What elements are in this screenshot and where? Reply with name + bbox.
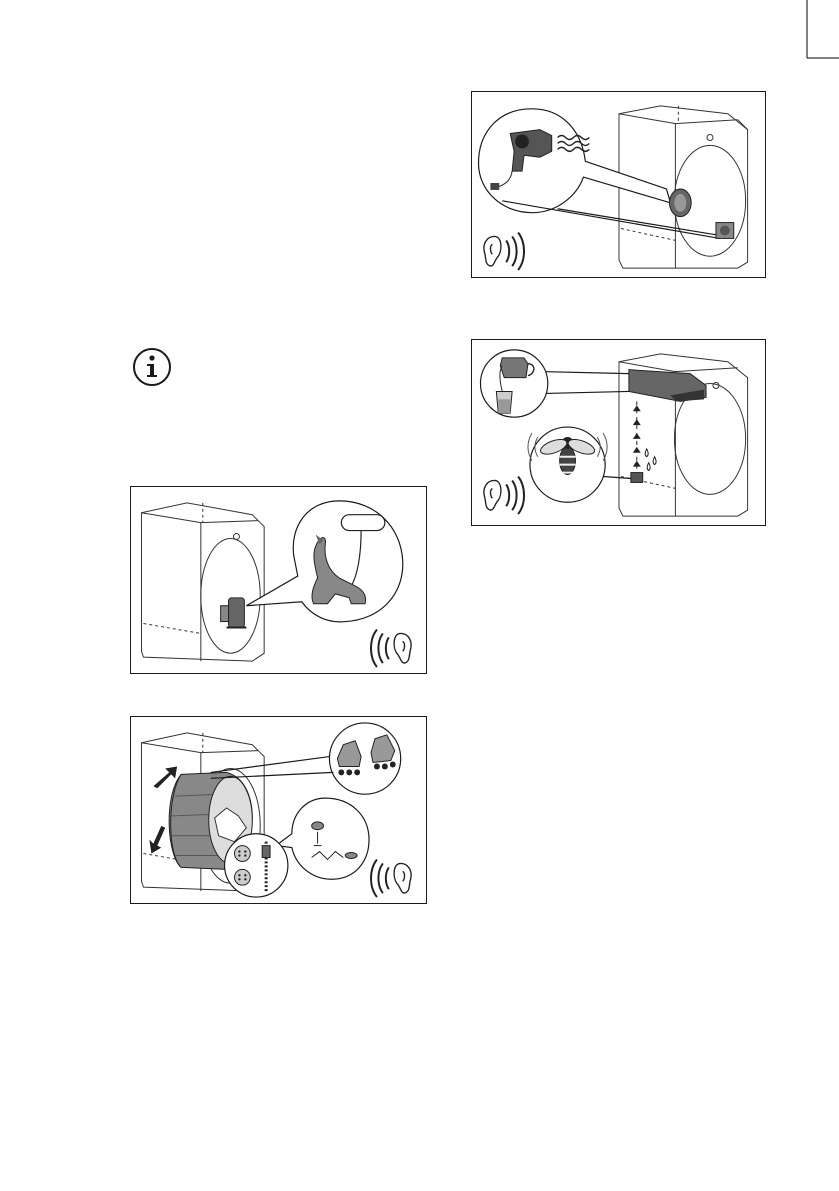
crop-mark <box>803 0 839 62</box>
sound-waves-icon <box>506 232 524 270</box>
dryer-cabinet <box>141 503 264 661</box>
hairdryer-illustration <box>471 91 766 278</box>
water-container <box>629 370 706 402</box>
plug-icon <box>490 183 499 190</box>
ear-icon <box>484 236 501 266</box>
sound-waves-icon <box>371 859 389 897</box>
drum-illustration <box>130 716 427 904</box>
compressor-illustration <box>130 486 427 674</box>
callout <box>530 427 631 502</box>
ear-icon <box>394 633 411 663</box>
glass-icon <box>496 391 512 413</box>
water-drops-icon <box>645 449 656 471</box>
ear-icon <box>484 480 501 510</box>
callout <box>225 834 288 897</box>
ear-icon <box>394 863 411 893</box>
callout <box>276 798 369 879</box>
sound-waves-icon <box>506 477 524 515</box>
water-pump-illustration <box>471 339 766 526</box>
pump-arrows <box>633 401 641 472</box>
pump <box>631 473 643 483</box>
callout <box>479 109 720 239</box>
compressor-icon <box>221 598 247 628</box>
sound-waves-icon <box>371 629 389 667</box>
info-icon <box>131 346 173 388</box>
